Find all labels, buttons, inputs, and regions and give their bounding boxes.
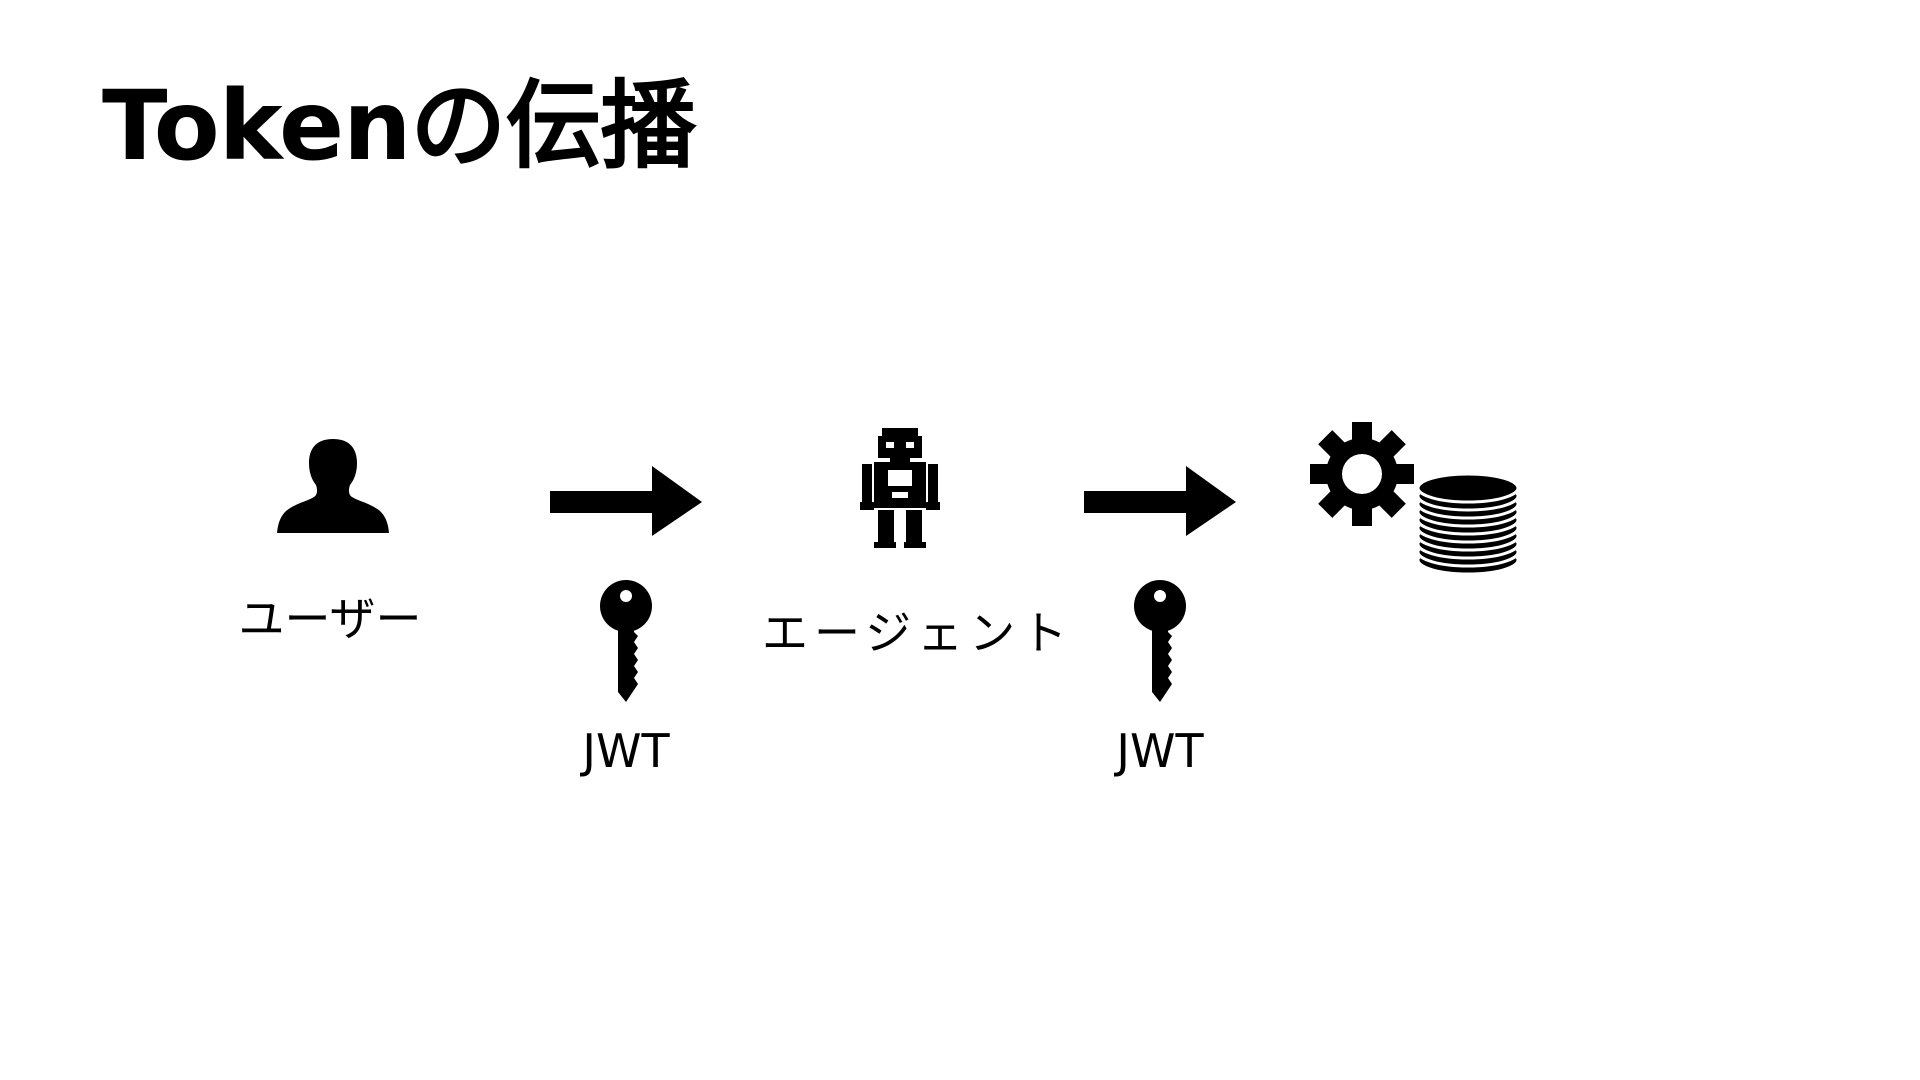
database-icon — [1416, 472, 1520, 576]
arrow-right-icon — [550, 466, 702, 536]
gear-icon — [1310, 422, 1414, 526]
key-icon — [1134, 580, 1186, 702]
key-icon — [600, 580, 652, 702]
user-label: ユーザー — [238, 592, 422, 646]
token-label: JWT — [1116, 724, 1204, 778]
user-silhouette-icon — [277, 439, 389, 533]
slide-title: Tokenの伝播 — [102, 70, 696, 182]
robot-icon — [860, 428, 940, 548]
token-label: JWT — [582, 724, 670, 778]
agent-label: エージェント — [762, 606, 1074, 660]
arrow-right-icon — [1084, 466, 1236, 536]
